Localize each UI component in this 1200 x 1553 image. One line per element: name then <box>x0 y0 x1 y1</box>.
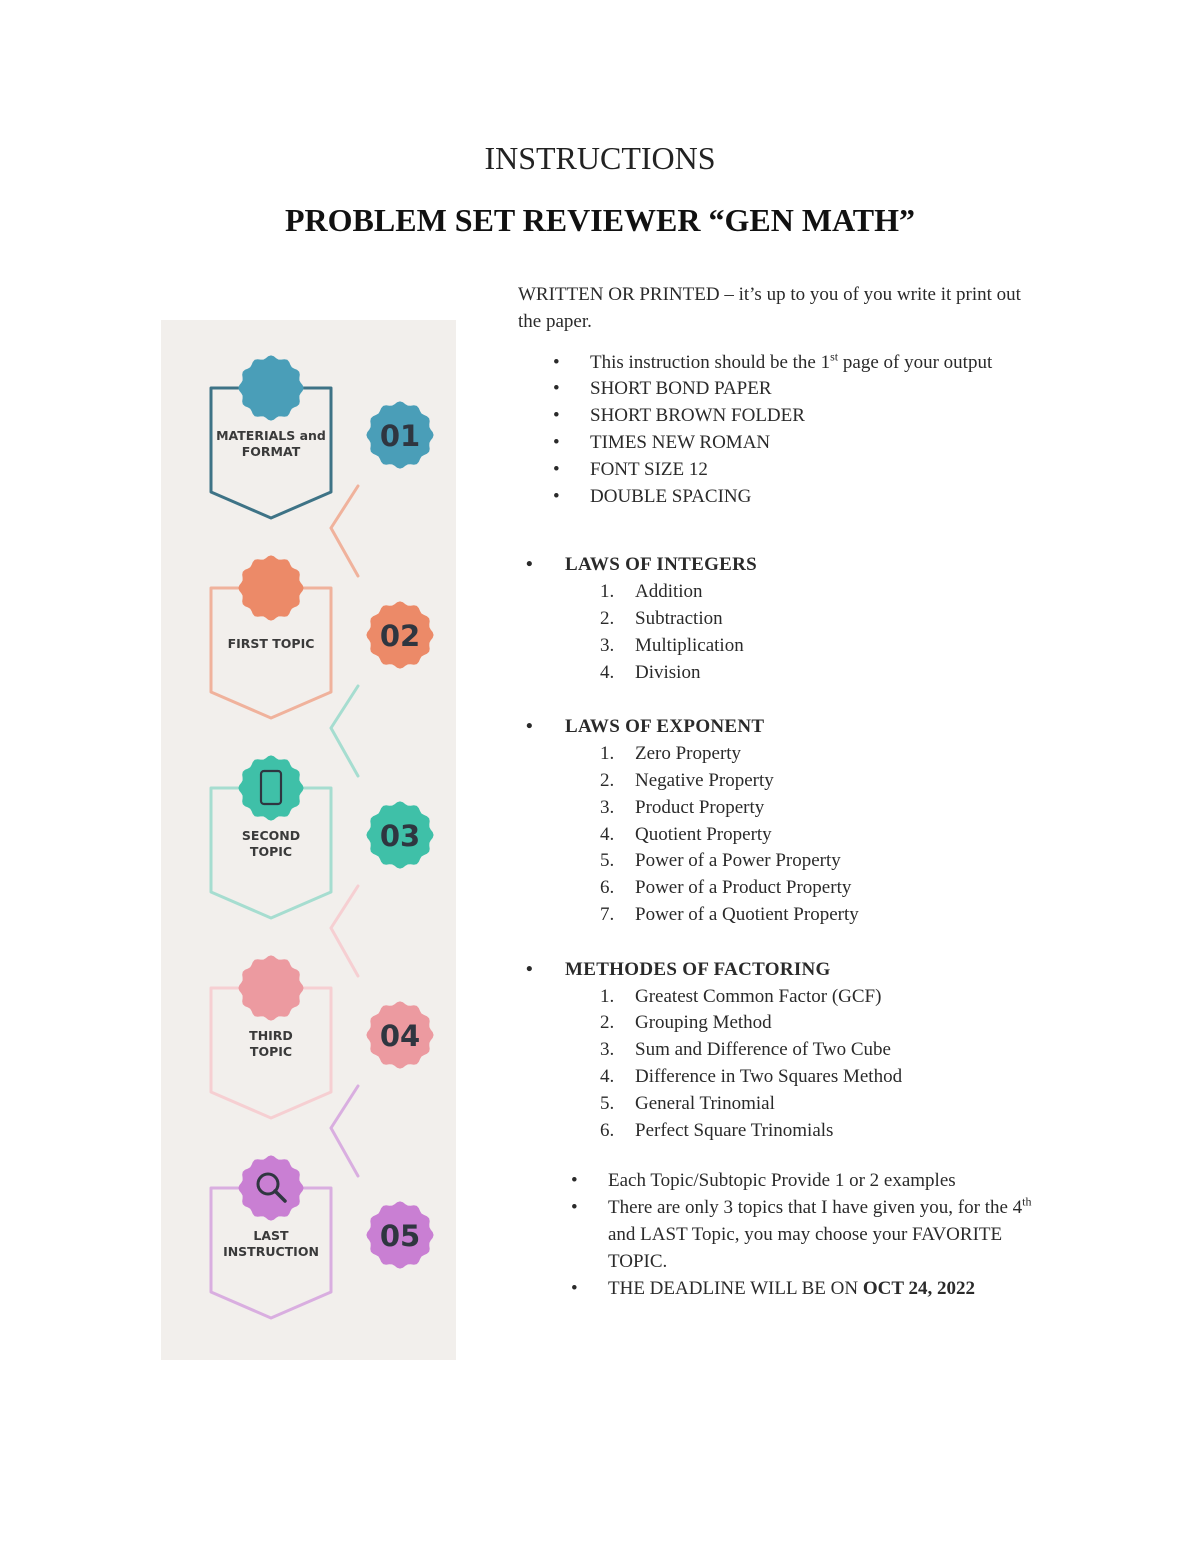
section-laws-of-exponent: LAWS OF EXPONENT 1.Zero Property 2.Negat… <box>518 714 1048 928</box>
stage-number: 04 <box>380 1019 420 1053</box>
stage-number: 05 <box>380 1219 420 1253</box>
stage-number: 02 <box>380 619 420 653</box>
note-item: Each Topic/Subtopic Provide 1 or 2 examp… <box>571 1168 1048 1195</box>
list-item: 2.Grouping Method <box>600 1012 772 1034</box>
section-heading: METHODES OF FACTORING <box>526 957 1048 984</box>
stage-number-badge <box>366 601 434 669</box>
stage-number: 01 <box>380 419 420 453</box>
list-item: 4.Division <box>600 661 701 683</box>
stage-number-badge <box>366 401 434 469</box>
list-item: 3.Multiplication <box>600 634 744 656</box>
stage-label: INSTRUCTION <box>223 1244 319 1259</box>
format-item: This instruction should be the 1st page … <box>553 350 1048 377</box>
stage-number: 03 <box>380 819 420 853</box>
list-item: 5.Power of a Power Property <box>600 850 841 872</box>
list-item: 2.Negative Property <box>600 769 774 791</box>
page-title: INSTRUCTIONS <box>484 140 716 176</box>
list-item: 1.Addition <box>600 581 703 603</box>
deadline-date: OCT 24, 2022 <box>862 1277 975 1299</box>
stage-outline <box>209 1186 333 1320</box>
section-laws-of-integers: LAWS OF INTEGERS 1.Addition 2.Subtractio… <box>518 552 1048 686</box>
stage-number-badge <box>366 1001 434 1069</box>
section-heading: LAWS OF EXPONENT <box>526 714 1048 741</box>
section-item-list: 1.Addition 2.Subtraction 3.Multiplicatio… <box>565 579 1048 686</box>
stage-label: THIRD <box>249 1028 293 1043</box>
list-item: 5.General Trinomial <box>600 1092 775 1114</box>
intro-text: WRITTEN OR PRINTED – it’s up to you of y… <box>518 284 1021 332</box>
magnifier-icon <box>256 1172 287 1203</box>
stage-badge <box>238 1155 304 1221</box>
list-item: 6.Power of a Product Property <box>600 877 852 899</box>
list-item: 6.Perfect Square Trinomials <box>600 1119 834 1141</box>
list-item: 1.Greatest Common Factor (GCF) <box>600 985 882 1007</box>
stage-label: MATERIALS and <box>216 428 326 443</box>
stage-number-badge <box>366 1201 434 1269</box>
format-item: FONT SIZE 12 <box>553 457 1048 484</box>
section-item-list: 1.Greatest Common Factor (GCF) 2.Groupin… <box>565 984 1048 1145</box>
stage-connector <box>329 684 360 778</box>
stage-badge <box>238 955 304 1021</box>
format-item: DOUBLE SPACING <box>553 484 1048 511</box>
list-item: 3.Sum and Difference of Two Cube <box>600 1039 891 1061</box>
stage-connector <box>329 484 360 578</box>
list-item: 4.Difference in Two Squares Method <box>600 1065 903 1087</box>
stage-label: SECOND <box>242 828 300 843</box>
section-methodes-of-factoring: METHODES OF FACTORING 1.Greatest Common … <box>518 957 1048 1145</box>
note-item: THE DEADLINE WILL BE ON OCT 24, 2022 <box>571 1276 1048 1303</box>
stage-outline <box>209 786 333 920</box>
stage-label: FORMAT <box>242 444 301 459</box>
list-item: 7.Power of a Quotient Property <box>600 903 859 925</box>
format-item: SHORT BOND PAPER <box>553 376 1048 403</box>
stage-label: TOPIC <box>250 844 292 859</box>
section-heading: LAWS OF INTEGERS <box>526 552 1048 579</box>
note-item: There are only 3 topics that I have give… <box>571 1195 1048 1275</box>
stage-badge <box>238 755 304 821</box>
list-item: 3.Product Property <box>600 796 765 818</box>
list-item: 4.Quotient Property <box>600 823 772 845</box>
instruction-content: WRITTEN OR PRINTED – it’s up to you of y… <box>518 282 1048 1302</box>
stage-outline <box>209 386 333 520</box>
stage-number-badge <box>366 801 434 869</box>
phone-icon <box>259 769 283 806</box>
list-item: 2.Subtraction <box>600 607 723 629</box>
page-subtitle: PROBLEM SET REVIEWER “GEN MATH” <box>284 202 915 238</box>
format-item: SHORT BROWN FOLDER <box>553 403 1048 430</box>
roadmap-stage: FIRST TOPIC 02 <box>209 555 434 778</box>
stage-label: TOPIC <box>250 1044 292 1059</box>
notes-list: Each Topic/Subtopic Provide 1 or 2 examp… <box>518 1168 1048 1302</box>
stage-outline <box>209 586 333 720</box>
stage-badge <box>238 355 304 421</box>
format-item: TIMES NEW ROMAN <box>553 430 1048 457</box>
stage-label: LAST <box>253 1228 289 1243</box>
stage-connector <box>329 1084 360 1178</box>
list-item: 1.Zero Property <box>600 743 742 765</box>
stage-badge <box>238 555 304 621</box>
section-item-list: 1.Zero Property 2.Negative Property 3.Pr… <box>565 741 1048 929</box>
stage-outline <box>209 986 333 1120</box>
stage-label: FIRST TOPIC <box>228 636 315 651</box>
format-list: This instruction should be the 1st page … <box>518 350 1048 511</box>
stage-connector <box>329 884 360 978</box>
